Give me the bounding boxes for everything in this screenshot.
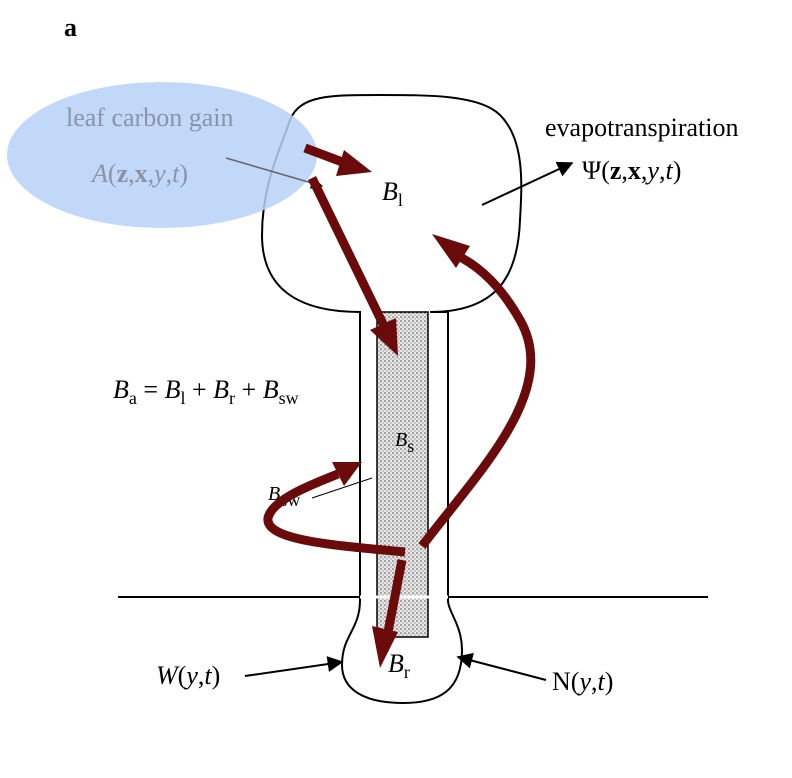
flux-uptake-shaft [303,143,347,168]
stem-biomass-label: Bs [395,429,414,456]
flux-leaf-to-stem-head [370,318,398,356]
leaf-gain-title: leaf carbon gain [66,103,233,132]
leaf-gain-pointer [225,157,324,189]
nitrogen-arrow [456,652,547,681]
nitrogen-function: N(y,t) [552,667,613,696]
root-biomass-label: Br [388,649,410,682]
flux-to-root-shaft [383,559,407,633]
evapo-arrow [481,161,574,206]
evapo-title: evapotranspiration [545,113,739,142]
stem-heartwood [376,311,429,638]
carbon-flux-heads [332,150,470,668]
sapwood-pointer [311,477,373,499]
flux-leaf-to-stem-shaft [307,176,389,328]
water-arrow [244,656,344,677]
flux-to-sapwood-head [332,462,362,486]
flux-to-root-head [372,626,398,668]
water-function: W(y,t) [156,661,220,690]
flux-to-sapwood-shaft [263,469,406,557]
total-biomass-equation: Ba = Bl + Br + Bsw [113,375,299,408]
leaf-biomass-label: Bl [382,177,403,210]
evapo-function: Ψ(z,x,y,t) [582,156,681,185]
flux-stem-to-leaf-head [432,234,470,268]
carbon-flux-arrows [263,143,536,633]
flux-stem-to-leaf-shaft [418,254,536,549]
leaf-gain-function: A(z,x,y,t) [90,159,188,188]
flux-uptake-head [336,150,372,176]
panel-label: a [64,13,77,42]
leaf-gain-ellipse [7,82,317,228]
